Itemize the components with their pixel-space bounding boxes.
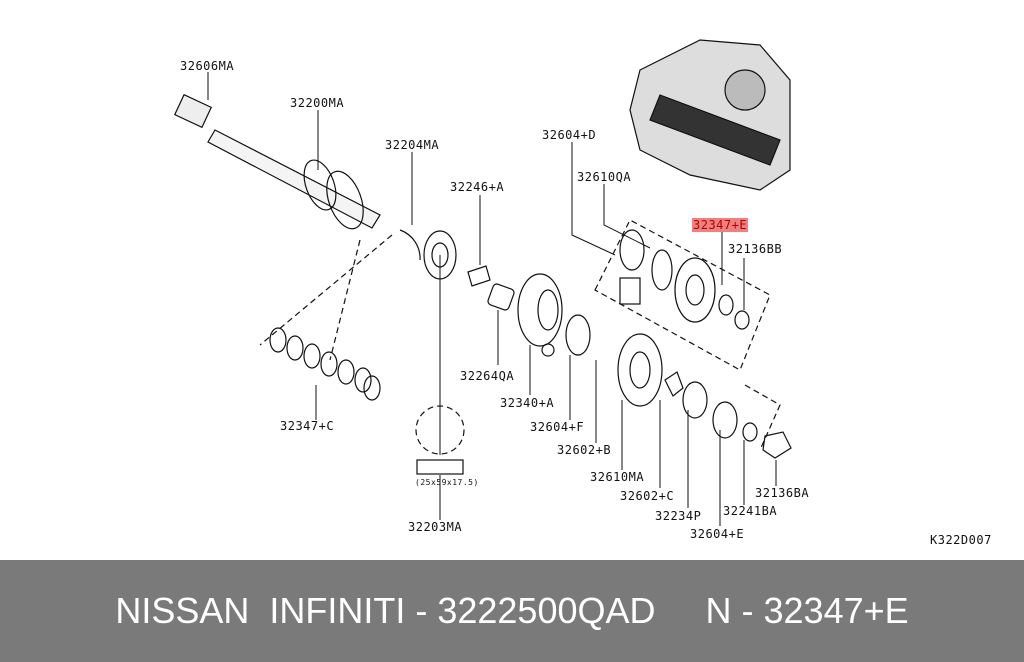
part-label[interactable]: 32264QA (460, 369, 515, 383)
part-label[interactable]: 32604+F (530, 420, 585, 434)
transmission-thumbnail (629, 39, 791, 191)
main-shaft (173, 93, 381, 230)
part-label[interactable]: 32604+D (542, 128, 597, 142)
part-label[interactable]: 32606MA (180, 59, 235, 73)
part-label[interactable]: 32610QA (577, 170, 632, 184)
part-label[interactable]: 32602+B (557, 443, 612, 457)
leader-lines (207, 72, 777, 526)
part-label[interactable]: 32136BB (728, 242, 783, 256)
washer-set (269, 327, 381, 401)
dimension-note: (25x59x17.5) (415, 478, 479, 487)
part-label[interactable]: 32204MA (385, 138, 440, 152)
part-label[interactable]: 32136BA (755, 486, 810, 500)
footer-banner: NISSAN INFINITI - 3222500QAD N - 32347+E (0, 560, 1024, 662)
part-label[interactable]: 32340+A (500, 396, 555, 410)
part-label[interactable]: 32241BA (723, 504, 778, 518)
part-label[interactable]: 32234P (655, 509, 702, 523)
gear-icon (517, 273, 563, 347)
part-label-highlighted[interactable]: 32347+E (692, 218, 749, 232)
part-label[interactable]: 32604+E (690, 527, 745, 541)
part-label[interactable]: 32200MA (290, 96, 345, 110)
diagram-code: K322D007 (930, 533, 992, 547)
part-label[interactable]: 32610MA (590, 470, 645, 484)
parts-diagram: 32606MA 32200MA 32204MA 32246+A 32604+D … (173, 39, 992, 547)
part-label[interactable]: 32347+C (280, 419, 335, 433)
part-label[interactable]: 32602+C (620, 489, 675, 503)
part-label[interactable]: 32246+A (450, 180, 505, 194)
diagram-drawing (173, 39, 792, 526)
part-label[interactable]: 32203MA (408, 520, 463, 534)
group-outline (259, 219, 781, 455)
